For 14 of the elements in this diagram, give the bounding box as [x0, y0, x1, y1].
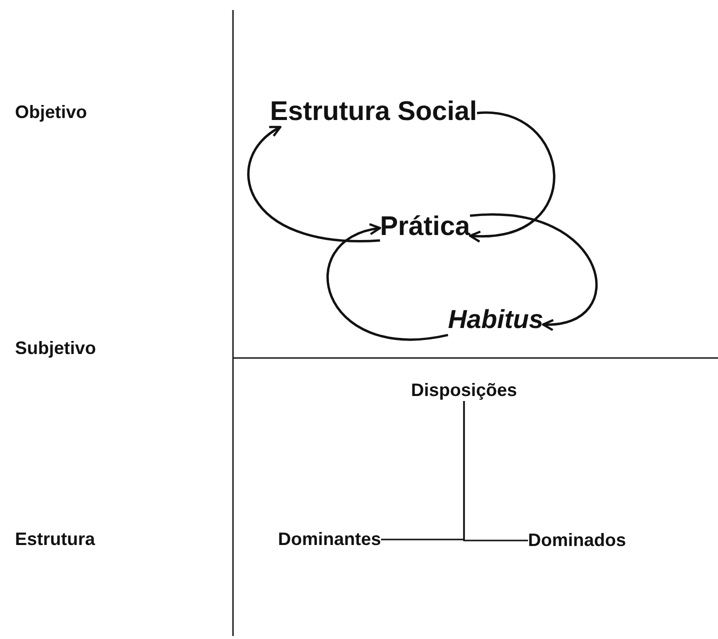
curved-arrow: [470, 214, 598, 330]
curved-arrow: [326, 224, 448, 341]
node-label: Estrutura Social: [270, 96, 478, 128]
axis-label: Estrutura: [15, 529, 96, 550]
connector-line: [463, 401, 528, 542]
axis-label: Objetivo: [15, 102, 88, 123]
node-label: Habitus: [448, 305, 544, 335]
curved-arrow: [468, 112, 556, 242]
node-label: Disposições: [411, 380, 518, 401]
node-label: Dominantes: [278, 529, 382, 550]
node-label: Dominados: [528, 530, 626, 551]
axis-label: Subjetivo: [15, 338, 96, 359]
node-label: Prática: [380, 211, 470, 242]
curved-arrow: [247, 126, 380, 242]
